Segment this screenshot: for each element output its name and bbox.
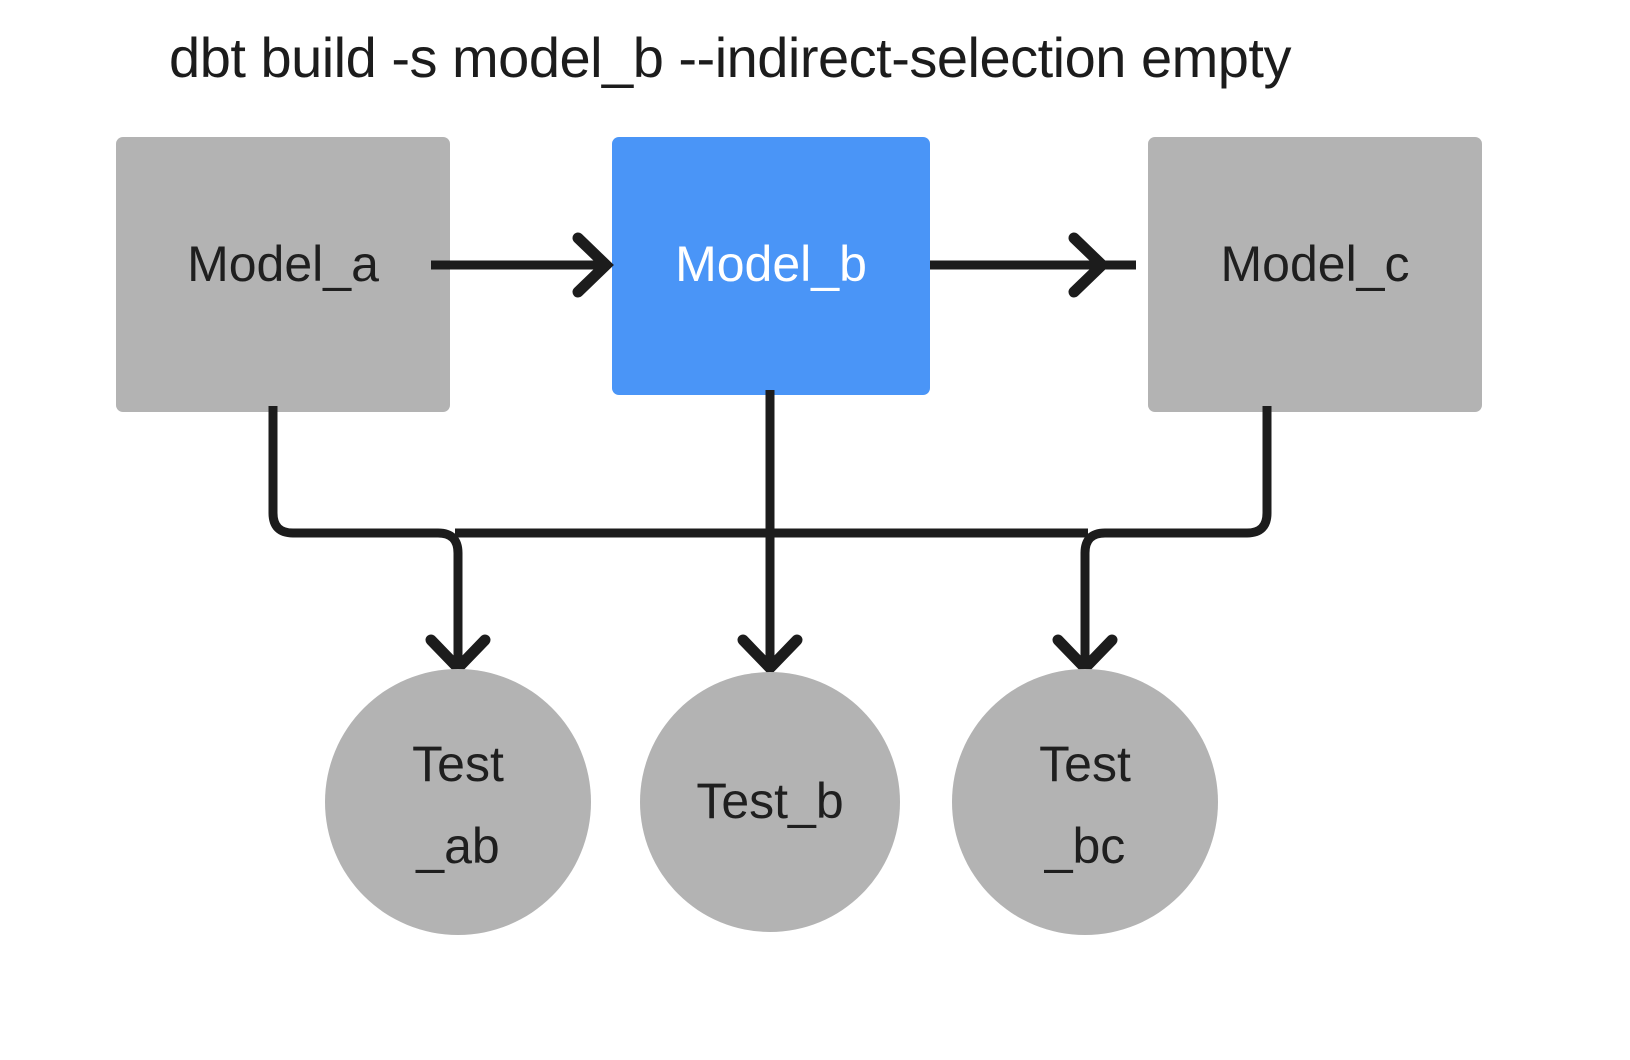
test-b-circle[interactable] xyxy=(640,672,900,932)
test-ab-label-line-1: Test xyxy=(412,736,504,792)
model-node-model-b[interactable]: Model_b xyxy=(612,137,930,395)
edge-model-c-to-test-bc xyxy=(1052,406,1272,676)
test-ab-label-line-2: _ab xyxy=(415,818,499,874)
edge-path xyxy=(268,406,463,666)
model-node-model-c[interactable]: Model_c xyxy=(1148,137,1482,412)
test-bc-label-line-1: Test xyxy=(1039,736,1131,792)
test-bc-circle[interactable] xyxy=(952,669,1218,935)
test-ab-circle[interactable] xyxy=(325,669,591,935)
edge-path xyxy=(1080,406,1272,666)
model-b-label: Model_b xyxy=(675,236,867,292)
model-a-rect[interactable] xyxy=(116,137,450,412)
test-node-test-ab[interactable]: Test _ab xyxy=(325,669,591,935)
test-node-test-bc[interactable]: Test _bc xyxy=(952,669,1218,935)
arrowhead-icon xyxy=(737,634,803,676)
test-bc-label-line-2: _bc xyxy=(1044,818,1126,874)
page-title: dbt build -s model_b --indirect-selectio… xyxy=(169,26,1291,89)
edge-model-b-to-test-b xyxy=(737,390,803,676)
edge-model-a-to-model-b xyxy=(431,232,614,298)
arrowhead-icon xyxy=(572,232,614,298)
arrowhead-icon xyxy=(425,634,491,676)
edge-model-a-to-test-ab xyxy=(268,406,491,676)
model-node-model-a[interactable]: Model_a xyxy=(116,137,450,412)
edge-model-b-to-model-c xyxy=(930,232,1136,298)
test-node-test-b[interactable]: Test_b xyxy=(640,672,900,932)
arrowhead-icon xyxy=(1068,232,1110,298)
model-b-rect[interactable] xyxy=(612,137,930,395)
model-c-rect[interactable] xyxy=(1148,137,1482,412)
arrowhead-icon xyxy=(1052,634,1118,676)
test-b-label-line-1: Test_b xyxy=(696,773,843,829)
model-a-label: Model_a xyxy=(187,236,379,292)
model-c-label: Model_c xyxy=(1221,236,1410,292)
